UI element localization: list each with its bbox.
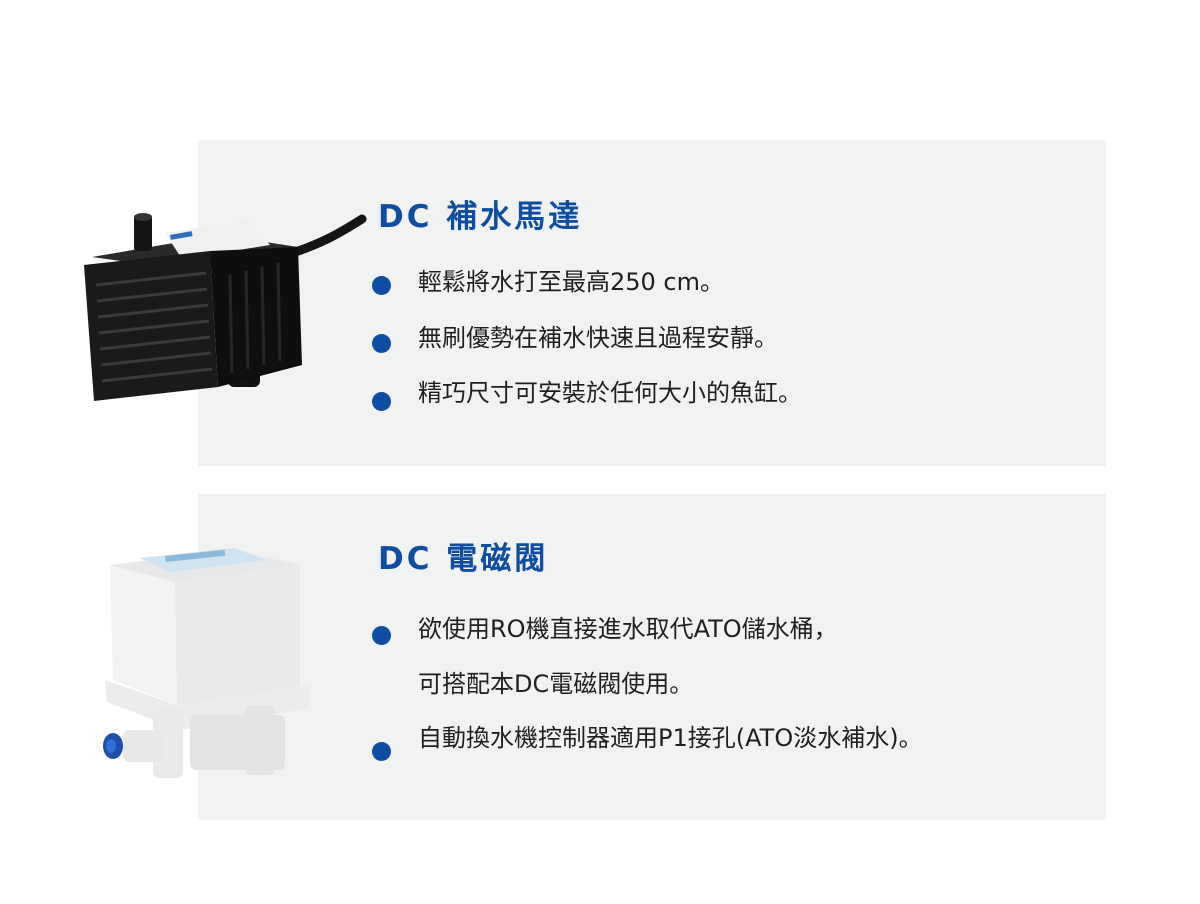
valve-feature-2: 自動換水機控制器適用P1接孔(ATO淡水補水)。: [418, 724, 923, 752]
pump-feature-1: 輕鬆將水打至最高250 cm。: [418, 268, 725, 296]
section-title-dc-valve: DC 電磁閥: [378, 541, 549, 577]
dc-solenoid-valve-image: [103, 548, 310, 778]
bullet-dot: [372, 334, 391, 353]
valve-feature-1-continued: 可搭配本DC電磁閥使用。: [418, 670, 694, 698]
feature-panel-valve: [198, 494, 1106, 820]
pump-feature-2: 無刷優勢在補水快速且過程安靜。: [418, 324, 778, 352]
bullet-dot: [372, 626, 391, 645]
bullet-dot: [372, 742, 391, 761]
feature-panel-pump: [198, 140, 1106, 466]
bullet-dot: [372, 392, 391, 411]
dc-pump-image: [84, 213, 367, 401]
section-title-dc-pump: DC 補水馬達: [378, 199, 583, 235]
valve-feature-1: 欲使用RO機直接進水取代ATO儲水桶，: [418, 615, 838, 643]
pump-feature-3: 精巧尺寸可安裝於任何大小的魚缸。: [418, 379, 802, 407]
bullet-dot: [372, 276, 391, 295]
